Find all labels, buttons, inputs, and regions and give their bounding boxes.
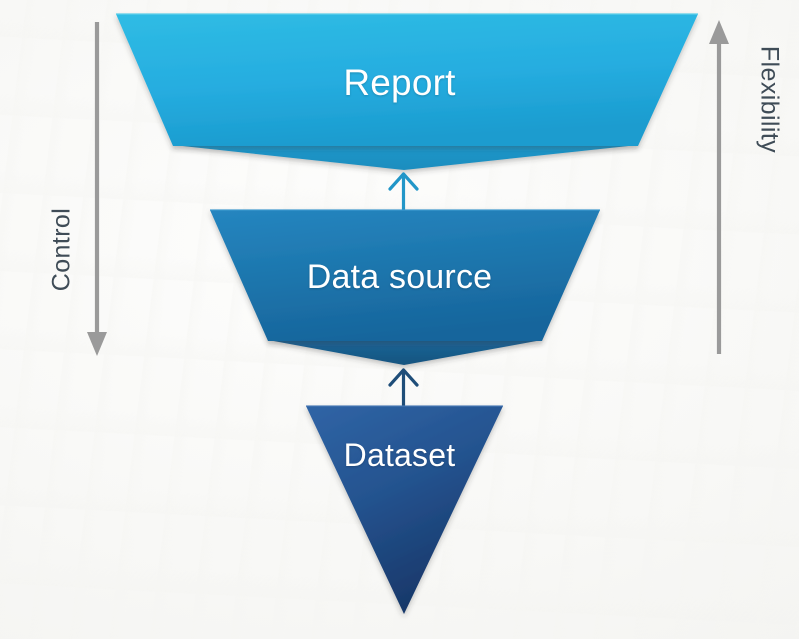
arrow-datasource-to-report — [388, 172, 419, 212]
funnel-level-report[interactable] — [116, 13, 698, 170]
control-arrowhead — [87, 332, 107, 356]
funnel-level-dataset[interactable] — [306, 405, 503, 614]
arrow-dataset-to-datasource — [388, 368, 419, 408]
datasource-body — [210, 210, 600, 341]
axis-control — [87, 22, 107, 356]
report-fold-band — [173, 144, 638, 170]
report-body — [116, 14, 698, 146]
datasource-fold-band — [268, 339, 542, 365]
dataset-body — [306, 406, 503, 614]
axis-flexibility — [709, 20, 729, 354]
flexibility-arrowhead — [709, 20, 729, 44]
funnel-level-data-source[interactable] — [210, 209, 600, 365]
